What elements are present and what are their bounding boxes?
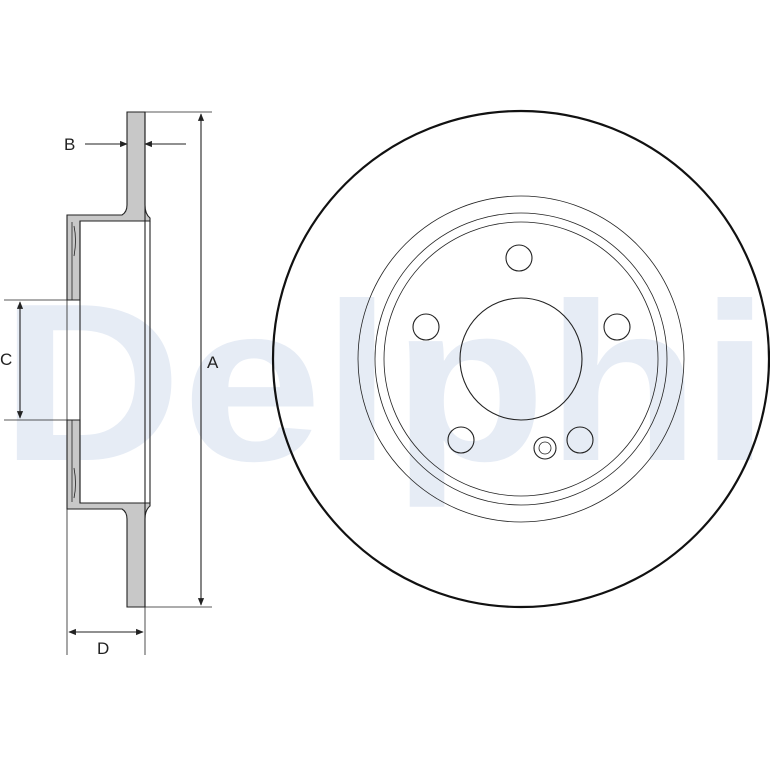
dimension-label-b: B bbox=[64, 135, 75, 154]
dimension-label-d: D bbox=[97, 639, 109, 658]
front-view bbox=[271, 109, 770, 609]
dimension-label-c: C bbox=[0, 350, 12, 369]
bolt-hole-upper-right bbox=[603, 313, 631, 341]
locating-screw-hole bbox=[533, 436, 557, 460]
center-bore bbox=[459, 297, 583, 421]
bolt-hole-lower-left bbox=[447, 426, 475, 454]
dimension-label-a: A bbox=[207, 353, 219, 372]
locating-screw-hole-inner bbox=[538, 441, 552, 455]
disc-outer-edge bbox=[271, 109, 770, 609]
hat-outer-edge bbox=[374, 212, 668, 506]
hat-step bbox=[383, 221, 659, 497]
bolt-hole-upper-left bbox=[412, 313, 440, 341]
bolt-hole-lower-right bbox=[566, 426, 594, 454]
watermark-logo: Delphi bbox=[0, 256, 770, 508]
friction-ring-inner-edge bbox=[357, 195, 685, 523]
bolt-hole-top bbox=[505, 244, 533, 272]
side-section-view: B A C D bbox=[0, 111, 219, 658]
